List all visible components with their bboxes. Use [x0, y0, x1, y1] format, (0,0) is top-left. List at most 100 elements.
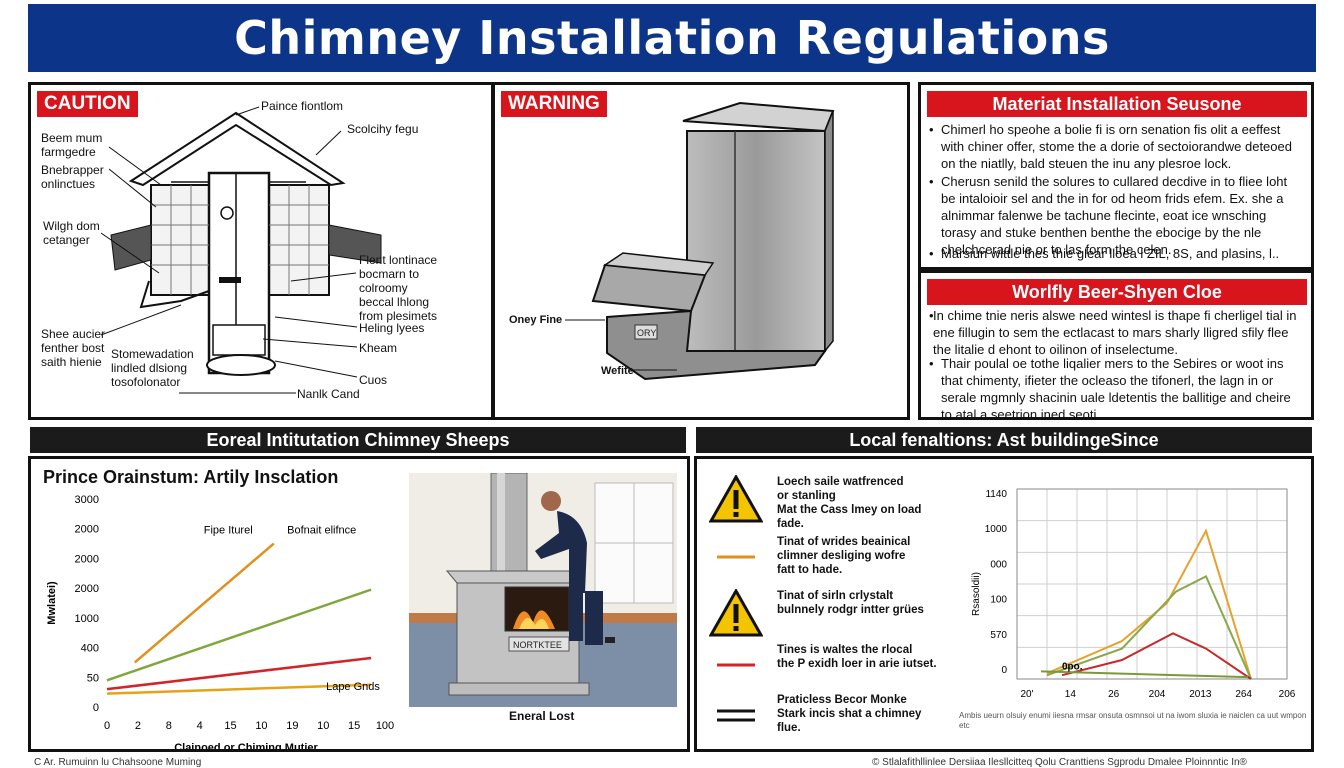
series-line-2	[106, 588, 372, 682]
warning-tag: WARNING	[501, 91, 607, 117]
series-annotation: Fipe Iturel	[204, 525, 253, 537]
flue-pipe-illustration: ORY	[565, 101, 835, 381]
y-tick-label: 1140	[985, 489, 1007, 500]
series-line-4	[1040, 670, 1249, 679]
label-mid-low: Stomewadation lindled dlsiong tosofolona…	[111, 347, 194, 389]
worthy-panel: Worlfly Beer-Shyen Cloe In chime tnie ne…	[918, 270, 1314, 420]
warning-panel: WARNING ORY Oney Fine	[492, 82, 910, 420]
y-tick-label: 400	[81, 643, 99, 655]
material-bullet-1: Chimerl ho speohe a bolie fi is orn sena…	[929, 121, 1305, 172]
series-line-4	[106, 683, 372, 695]
footer-left: C Ar. Rumuinn lu Chahsoone Muming	[34, 757, 202, 768]
legend-row: Loech saile watfrenced or stanling Mat t…	[709, 475, 959, 530]
left-section-bar: Eoreal Intitutation Chimney Sheeps	[30, 427, 686, 453]
label-bottom: Nanlk Cand	[297, 387, 360, 401]
x-tick-label: 2	[135, 720, 141, 732]
x-tick-label: 4	[197, 720, 203, 732]
orange-line-icon	[717, 555, 755, 559]
y-tick-label: 1000	[75, 613, 99, 625]
label-flue: Oney Fine	[509, 314, 563, 326]
x-tick-label: 100	[376, 720, 394, 732]
page-title: Chimney Installation Regulations	[234, 11, 1110, 65]
chimney-cutaway-diagram	[100, 106, 382, 394]
title-banner: Chimney Installation Regulations	[28, 4, 1316, 72]
label-right-1: Flent lontinace bocmarn to colroomy becc…	[359, 253, 438, 323]
legend-row-text: Tinat of wrides beainical climner deslig…	[777, 536, 911, 576]
series-annotation: Lape Gnds	[326, 681, 380, 693]
x-tick-label: 0	[104, 720, 110, 732]
legend-row-text: Tines is waltes the rlocal the P exidh l…	[777, 644, 937, 670]
label-base: Wefite	[601, 365, 634, 377]
y-tick-label: 1000	[985, 524, 1008, 535]
legend-row: Tines is waltes the rlocal the P exidh l…	[709, 643, 959, 693]
series-line-2	[1046, 575, 1252, 680]
series-annotation: Bofnait elifnce	[287, 525, 356, 537]
y-tick-label: 0	[93, 702, 99, 714]
x-tick-label: 206	[1279, 689, 1296, 700]
legend-row: Tinat of sirln crlystalt bulnnely rodgr …	[709, 589, 959, 639]
line-chart-panel: Prince Orainstum: Artily Insclation 3000…	[28, 456, 690, 752]
y-axis-label: Rsasoldii)	[971, 572, 982, 616]
y-tick-label: 3000	[75, 494, 99, 506]
x-tick-label: 26	[1108, 689, 1120, 700]
label-right-3: Kheam	[359, 341, 398, 355]
series-annotation: 0po.	[1062, 661, 1083, 672]
appliance-sign: NORTKTEE	[513, 640, 562, 650]
label-right-2: Heling lyees	[359, 321, 425, 335]
y-tick-label: 100	[990, 595, 1007, 606]
worthy-bullet-1: In chime tnie neris alswe need wintesl i…	[929, 307, 1305, 358]
y-tick-label: 2000	[75, 583, 99, 595]
warning-triangle-icon	[709, 589, 763, 637]
material-bullet-3: Marsiun wittle thes thie glear lloea l Z…	[929, 245, 1305, 262]
line-chart-title: Prince Orainstum: Artily Insclation	[43, 467, 339, 487]
legend-row-text: Tinat of sirln crlystalt bulnnely rodgr …	[777, 590, 924, 616]
x-tick-label: 204	[1149, 689, 1166, 700]
double-line-icon	[717, 709, 755, 722]
x-tick-label: 19	[286, 720, 298, 732]
legend-row: Tinat of wrides beainical climner deslig…	[709, 535, 959, 585]
right-footnote: Ambis ueurn olsuiy enumi iiesna rmsar on…	[959, 711, 1307, 730]
x-axis-label: Clainoed or Chiming Mutier	[174, 742, 318, 749]
x-tick-label: 264	[1235, 689, 1252, 700]
x-tick-label: 8	[166, 720, 172, 732]
legend-chart-panel: Loech saile watfrenced or stanling Mat t…	[694, 456, 1314, 752]
worthy-bullet-2: Thair poulal oe tothe liqalier mers to t…	[929, 355, 1305, 417]
y-tick-label: 570	[990, 630, 1007, 641]
y-axis-label: Mwlatei)	[46, 581, 58, 625]
legend-row-text: Praticless Becor Monke Stark incis shat …	[777, 694, 922, 734]
material-header: Materiat Installation Seusone	[927, 91, 1307, 117]
right-section-bar: Local fenaltions: Ast buildingeSince	[696, 427, 1312, 453]
worthy-header: Worlfly Beer-Shyen Cloe	[927, 279, 1307, 305]
legend-row-text: Loech saile watfrenced or stanling Mat t…	[777, 476, 922, 530]
x-tick-label: 10	[255, 720, 267, 732]
label-right-4: Cuos	[359, 373, 388, 387]
footer-right: © Stlalafithllinlee Dersiiaa Ilesllcitte…	[872, 757, 1247, 768]
legend-row: Praticless Becor Monke Stark incis shat …	[709, 693, 959, 743]
label-left-2: Bnebrapper onlinctues	[41, 163, 104, 191]
y-tick-label: 0	[1001, 665, 1007, 676]
series-line-1	[133, 542, 275, 664]
y-tick-label: 50	[87, 672, 99, 684]
material-panel: Materiat Installation Seusone Chimerl ho…	[918, 82, 1314, 270]
red-line-icon	[717, 663, 755, 667]
y-tick-label: 2000	[75, 553, 99, 565]
x-tick-label: 10	[317, 720, 329, 732]
label-left-3: Wilgh dom cetanger	[43, 219, 100, 247]
series-line-3	[106, 656, 372, 691]
series-line-3	[1061, 632, 1252, 680]
x-tick-label: 14	[1065, 689, 1077, 700]
label-right-top: Scolcihy fegu	[347, 122, 419, 136]
x-tick-label: 15	[348, 720, 360, 732]
y-tick-label: 2000	[75, 524, 99, 536]
warning-triangle-icon	[709, 475, 763, 523]
x-tick-label: 2013	[1189, 689, 1212, 700]
label-left-4: Shee aucier fenther bost saith hienie	[41, 327, 106, 369]
label-left-1: Beem mum farmgedre	[41, 131, 103, 159]
x-tick-label: 20'	[1020, 689, 1033, 700]
photo-caption: Eneral Lost	[509, 709, 575, 723]
stove-photo: NORTKTEE	[409, 473, 677, 707]
material-bullet-2: Cherusn senild the solures to cullared d…	[929, 173, 1305, 258]
